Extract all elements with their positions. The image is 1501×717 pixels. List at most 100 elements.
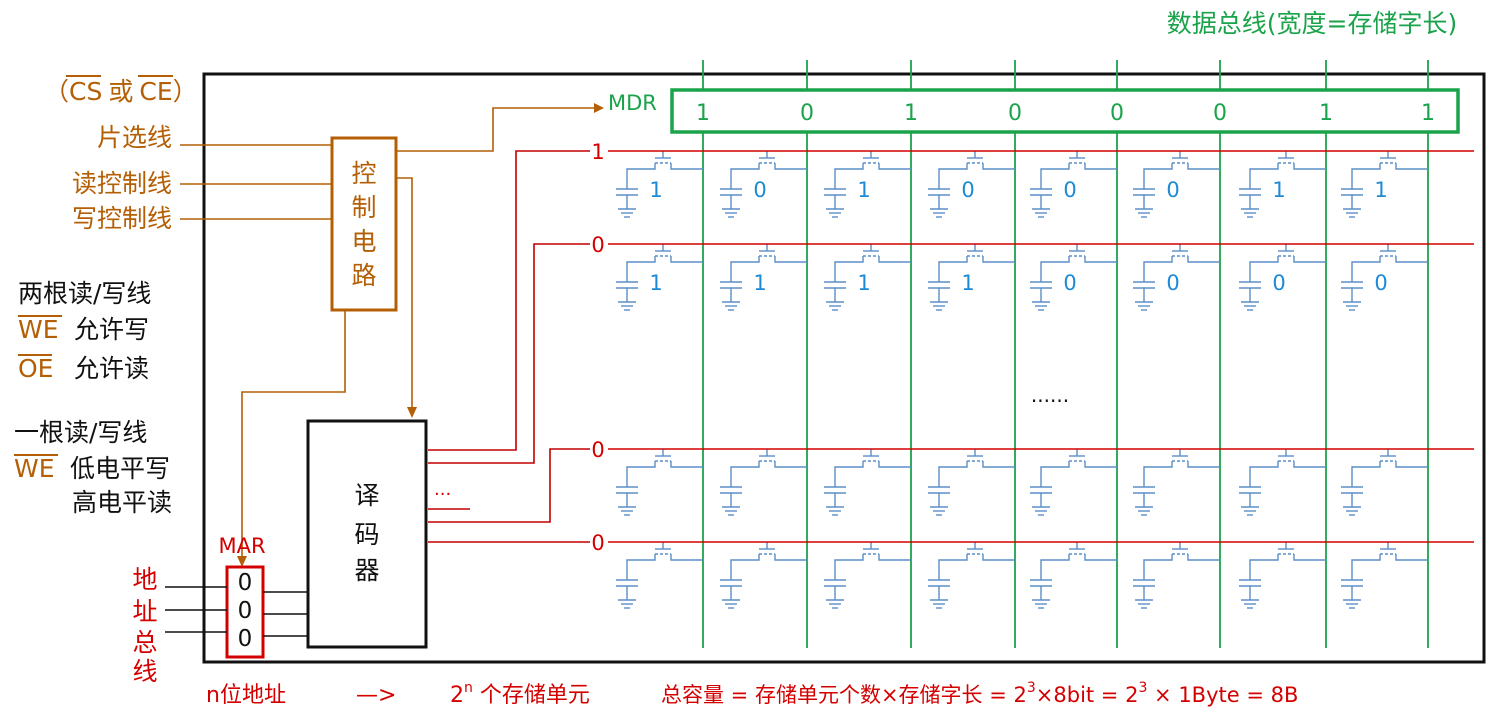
memory-cell-r4-c1 bbox=[616, 542, 703, 609]
one-line-low-text: 低电平写 bbox=[70, 454, 170, 483]
memory-cell-r1-c5 bbox=[1030, 151, 1117, 218]
memory-cell-r1-c7 bbox=[1239, 151, 1326, 218]
address-bus-char-2: 址 bbox=[132, 597, 157, 626]
cell-value-r1-c7: 1 bbox=[1272, 178, 1285, 202]
word-line-label-1: 1 bbox=[591, 140, 604, 164]
drain-wire bbox=[1084, 461, 1117, 468]
read-control-line-label: 读控制线 bbox=[72, 169, 172, 198]
one-line-title: 一根读/写线 bbox=[14, 418, 147, 447]
word-line-label-2: 0 bbox=[591, 233, 604, 257]
arrow-to-mar bbox=[237, 556, 247, 567]
mar-register bbox=[225, 565, 265, 659]
decoder-char-1: 译 bbox=[354, 481, 379, 510]
drain-wire bbox=[774, 256, 807, 263]
mdr-bit-2: 0 bbox=[800, 101, 814, 126]
memory-cell-r3-c2 bbox=[720, 449, 807, 516]
mdr-bit-6: 0 bbox=[1213, 101, 1227, 126]
address-bus-char-1: 地 bbox=[132, 565, 157, 594]
control-circuit-char-1: 控 bbox=[351, 159, 376, 188]
drain-wire bbox=[670, 163, 703, 170]
decoder-box bbox=[306, 419, 428, 649]
memory-cell-r2-c2 bbox=[720, 244, 807, 311]
two-line-title: 两根读/写线 bbox=[18, 279, 151, 308]
drain-wire bbox=[670, 554, 703, 561]
mdr-bit-1: 1 bbox=[696, 101, 710, 126]
memory-cell-r3-c7 bbox=[1239, 449, 1326, 516]
drain-wire bbox=[1187, 461, 1220, 468]
mdr-label: MDR bbox=[608, 91, 657, 115]
cell-value-r1-c6: 0 bbox=[1166, 178, 1179, 202]
drain-wire bbox=[878, 461, 911, 468]
memory-cell-r3-c6 bbox=[1133, 449, 1220, 516]
drain-wire bbox=[982, 163, 1015, 170]
source-wire bbox=[1143, 461, 1173, 487]
cell-value-r1-c4: 0 bbox=[961, 178, 974, 202]
source-wire bbox=[1351, 163, 1381, 189]
drain-wire bbox=[1395, 461, 1428, 468]
source-wire bbox=[626, 461, 656, 487]
decoder-output-wires bbox=[428, 150, 590, 543]
drain-wire bbox=[1084, 554, 1117, 561]
mar-bit-2: 0 bbox=[238, 598, 253, 624]
mdr-bit-4: 0 bbox=[1008, 101, 1022, 126]
mdr-bits: 1 0 1 0 0 0 1 1 bbox=[696, 101, 1435, 126]
memory-cell-r3-c1 bbox=[616, 449, 703, 516]
control-circuit-char-3: 电 bbox=[351, 227, 376, 256]
drain-wire bbox=[982, 461, 1015, 468]
word-line-label-3: 0 bbox=[591, 438, 604, 462]
memory-cell-r1-c6 bbox=[1133, 151, 1220, 218]
drain-wire bbox=[1084, 256, 1117, 263]
mdr-bit-8: 1 bbox=[1421, 101, 1435, 126]
decoder-output-ellipsis: ... bbox=[434, 479, 451, 500]
drain-wire bbox=[982, 554, 1015, 561]
memory-cell-r4-c3 bbox=[824, 542, 911, 609]
cell-value-r1-c1: 1 bbox=[649, 178, 662, 202]
cell-value-r2-c4: 1 bbox=[961, 271, 974, 295]
source-wire bbox=[834, 163, 864, 189]
source-wire bbox=[1351, 461, 1381, 487]
drain-wire bbox=[878, 256, 911, 263]
mdr-bit-7: 1 bbox=[1319, 101, 1333, 126]
source-wire bbox=[1040, 461, 1070, 487]
word-line-label-4: 0 bbox=[591, 531, 604, 555]
source-wire bbox=[1249, 163, 1279, 189]
cell-value-r2-c7: 0 bbox=[1272, 271, 1285, 295]
memory-cell-r3-c8 bbox=[1341, 449, 1428, 516]
two-line-oe: OE bbox=[18, 354, 53, 383]
source-wire bbox=[1040, 163, 1070, 189]
cell-value-r2-c5: 0 bbox=[1063, 271, 1076, 295]
mar-bit-1: 0 bbox=[238, 570, 253, 596]
cell-value-r1-c3: 1 bbox=[857, 178, 870, 202]
mdr-bit-5: 0 bbox=[1110, 101, 1124, 126]
drain-wire bbox=[670, 256, 703, 263]
mar-label: MAR bbox=[218, 534, 265, 558]
drain-wire bbox=[774, 163, 807, 170]
middle-ellipsis: ...... bbox=[1031, 383, 1069, 407]
address-bus-char-4: 线 bbox=[132, 657, 157, 686]
source-wire bbox=[938, 163, 968, 189]
drain-wire bbox=[982, 256, 1015, 263]
drain-wire bbox=[1293, 554, 1326, 561]
drain-wire bbox=[1187, 163, 1220, 170]
bit-lines bbox=[702, 60, 1429, 648]
cell-value-r2-c2: 1 bbox=[753, 271, 766, 295]
drain-wire bbox=[1187, 554, 1220, 561]
source-wire bbox=[1351, 256, 1381, 282]
word-lines: 1 0 0 0 bbox=[591, 140, 1474, 555]
cell-value-r1-c5: 0 bbox=[1063, 178, 1076, 202]
drain-wire bbox=[1293, 163, 1326, 170]
mdr-bit-3: 1 bbox=[904, 101, 918, 126]
source-wire bbox=[626, 554, 656, 580]
one-line-we: WE bbox=[14, 454, 55, 483]
source-wire bbox=[730, 461, 760, 487]
decoder-char-3: 器 bbox=[354, 556, 379, 585]
source-wire bbox=[1143, 163, 1173, 189]
control-wires bbox=[180, 107, 598, 560]
arrow-to-mdr bbox=[594, 103, 604, 113]
control-circuit-box bbox=[330, 136, 398, 312]
source-wire bbox=[834, 256, 864, 282]
formula-units: 2n 个存储单元 bbox=[450, 680, 590, 708]
